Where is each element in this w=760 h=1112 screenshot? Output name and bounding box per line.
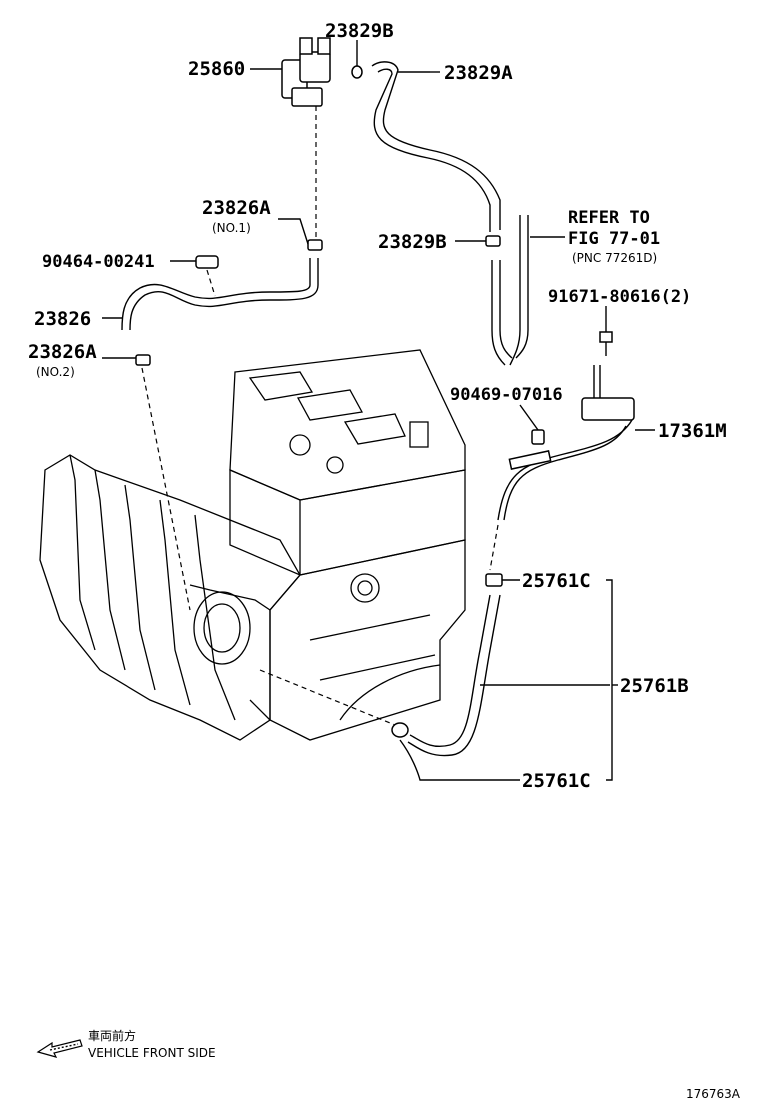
clamp-23829b-top: [351, 40, 363, 79]
label-17361m: 17361M: [658, 420, 727, 442]
clamp-23829b-mid: [455, 235, 501, 247]
refer-line-1: REFER TO: [568, 208, 650, 228]
hose-23826: [129, 258, 319, 331]
label-23829b-mid: 23829B: [378, 231, 447, 253]
clip-90469: [519, 404, 545, 445]
front-arrow-icon: [36, 1039, 83, 1058]
figure-code: 176763A: [686, 1087, 741, 1101]
label-91671: 91671-80616(2): [548, 287, 691, 307]
label-25761b: 25761B: [620, 675, 689, 697]
clamp-23826a-no2: [102, 354, 151, 366]
label-23826a-no1: 23826A: [202, 197, 271, 219]
engine-illustration: [39, 349, 466, 741]
refer-line-3: (PNC 77261D): [572, 251, 657, 265]
refer-line-2: FIG 77-01: [568, 229, 660, 249]
vehicle-front-indicator: [36, 1039, 83, 1058]
clamp-23826a-no1: [278, 218, 323, 251]
bolt-91671: [599, 306, 613, 356]
label-23826a-no2: 23826A: [28, 341, 97, 363]
label-23826: 23826: [34, 308, 91, 330]
clip-90464: [170, 255, 219, 269]
hose-23829a: [371, 61, 501, 230]
label-23829a: 23829A: [444, 62, 513, 84]
vsv-part: [250, 37, 331, 107]
label-90464: 90464-00241: [42, 252, 155, 272]
label-90469: 90469-07016: [450, 385, 563, 405]
front-label-en: VEHICLE FRONT SIDE: [88, 1046, 216, 1060]
pipe-17361m: [497, 365, 655, 521]
label-25761c-top: 25761C: [522, 570, 591, 592]
front-label-jp: 車両前方: [88, 1028, 136, 1043]
label-25761c-bottom: 25761C: [522, 770, 591, 792]
hose-25761b: [391, 573, 610, 781]
label-23829b-top: 23829B: [325, 20, 394, 42]
label-no2: (NO.2): [36, 365, 75, 379]
label-no1: (NO.1): [212, 221, 251, 235]
label-25860: 25860: [188, 58, 245, 80]
